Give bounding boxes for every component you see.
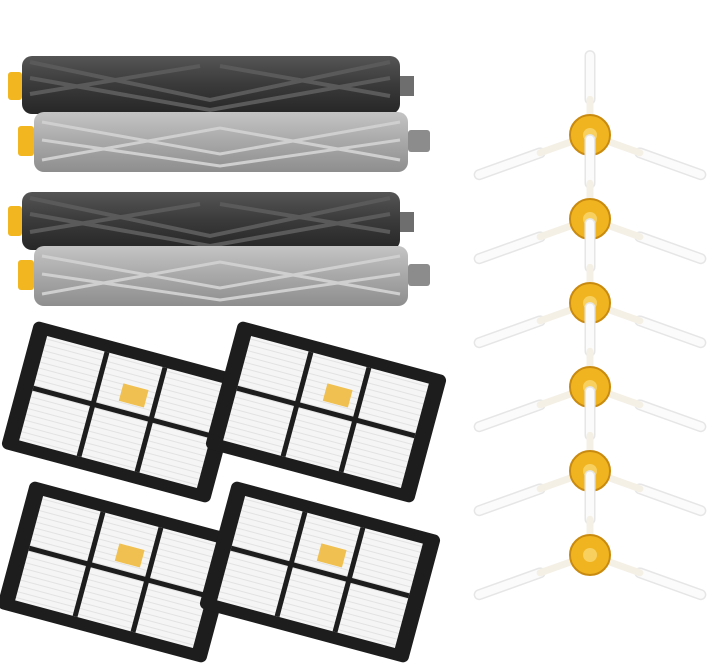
brush-bristle-core <box>635 484 705 515</box>
brush-bristle-core <box>635 400 705 431</box>
roller-light-2 <box>18 246 430 306</box>
side-brush-set <box>473 50 707 601</box>
roller-set <box>8 56 430 306</box>
brush-bristle-core <box>635 148 705 179</box>
brush-bristle-core <box>635 232 705 263</box>
filter-2 <box>205 321 447 503</box>
side-brush-1 <box>473 50 707 181</box>
brush-bristle-core <box>635 568 705 599</box>
roller-light-1 <box>18 112 430 172</box>
roller-dark-1 <box>8 56 414 114</box>
filter-1 <box>1 321 243 503</box>
brush-bristle-core <box>475 484 545 515</box>
brush-bristle-core <box>475 148 545 179</box>
brush-bristle-core <box>475 568 545 599</box>
brush-bristle-core <box>475 316 545 347</box>
side-brush-4 <box>473 302 707 433</box>
side-brush-2 <box>473 134 707 265</box>
roller-dark-2 <box>8 192 414 250</box>
brush-bristle-core <box>475 400 545 431</box>
filter-4 <box>199 481 441 663</box>
filter-set <box>0 321 447 663</box>
brush-bristle-core <box>635 316 705 347</box>
brush-bristle-core <box>475 232 545 263</box>
filter-3 <box>0 481 239 663</box>
brush-hub-center <box>583 548 597 562</box>
side-brush-6 <box>473 470 707 601</box>
